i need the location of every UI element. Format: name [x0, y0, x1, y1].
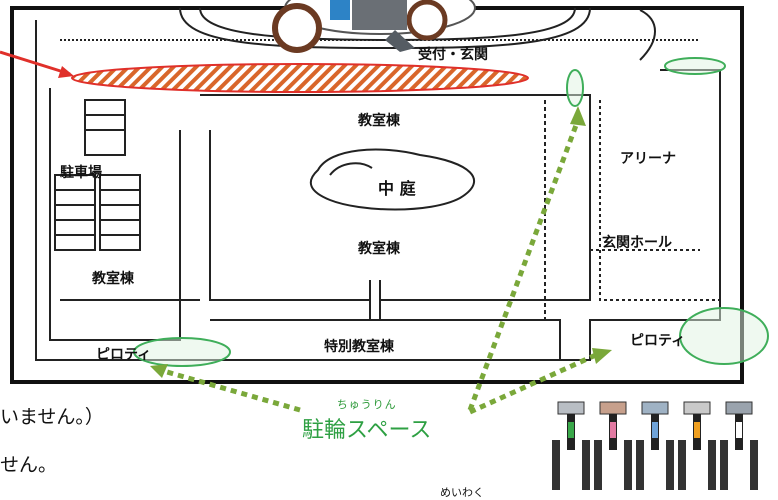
parking-label: 駐車場 [60, 165, 102, 181]
arena-label: アリーナ [620, 151, 676, 167]
classroom-left-label: 教室棟 [92, 271, 134, 287]
text-line-3-ruby: めいわく [440, 486, 484, 499]
bicycle-illustration [272, 0, 476, 53]
drop-off-zone [71, 63, 529, 93]
text-line-2: せん。 [0, 454, 58, 476]
text-line-1: いません。） [0, 406, 104, 428]
classroom-mid-label: 教室棟 [358, 241, 400, 257]
parking-stalls [54, 99, 141, 251]
parked-bikes-illustration [552, 401, 758, 490]
piloti-right-label: ピロティ [630, 333, 686, 349]
entrance-hall-label: 玄関ホール [602, 235, 672, 251]
classroom-top-label: 教室棟 [358, 113, 400, 129]
piloti-left-label: ピロティ [96, 347, 152, 363]
reception-label: 受付・玄関 [418, 47, 488, 63]
courtyard-shape [309, 148, 475, 211]
dotted-arrows [159, 119, 600, 415]
bike-parking-ruby: ちゅうりん [336, 398, 397, 411]
green-ellipses [133, 57, 769, 367]
bike-parking-label: 駐輪スペース [302, 418, 432, 443]
courtyard-label: 中 庭 [378, 179, 416, 198]
bike-parking-space: ちゅうりん 駐輪スペース [302, 396, 431, 444]
red-arrow [0, 50, 71, 76]
special-classroom-label: 特別教室棟 [324, 339, 394, 355]
